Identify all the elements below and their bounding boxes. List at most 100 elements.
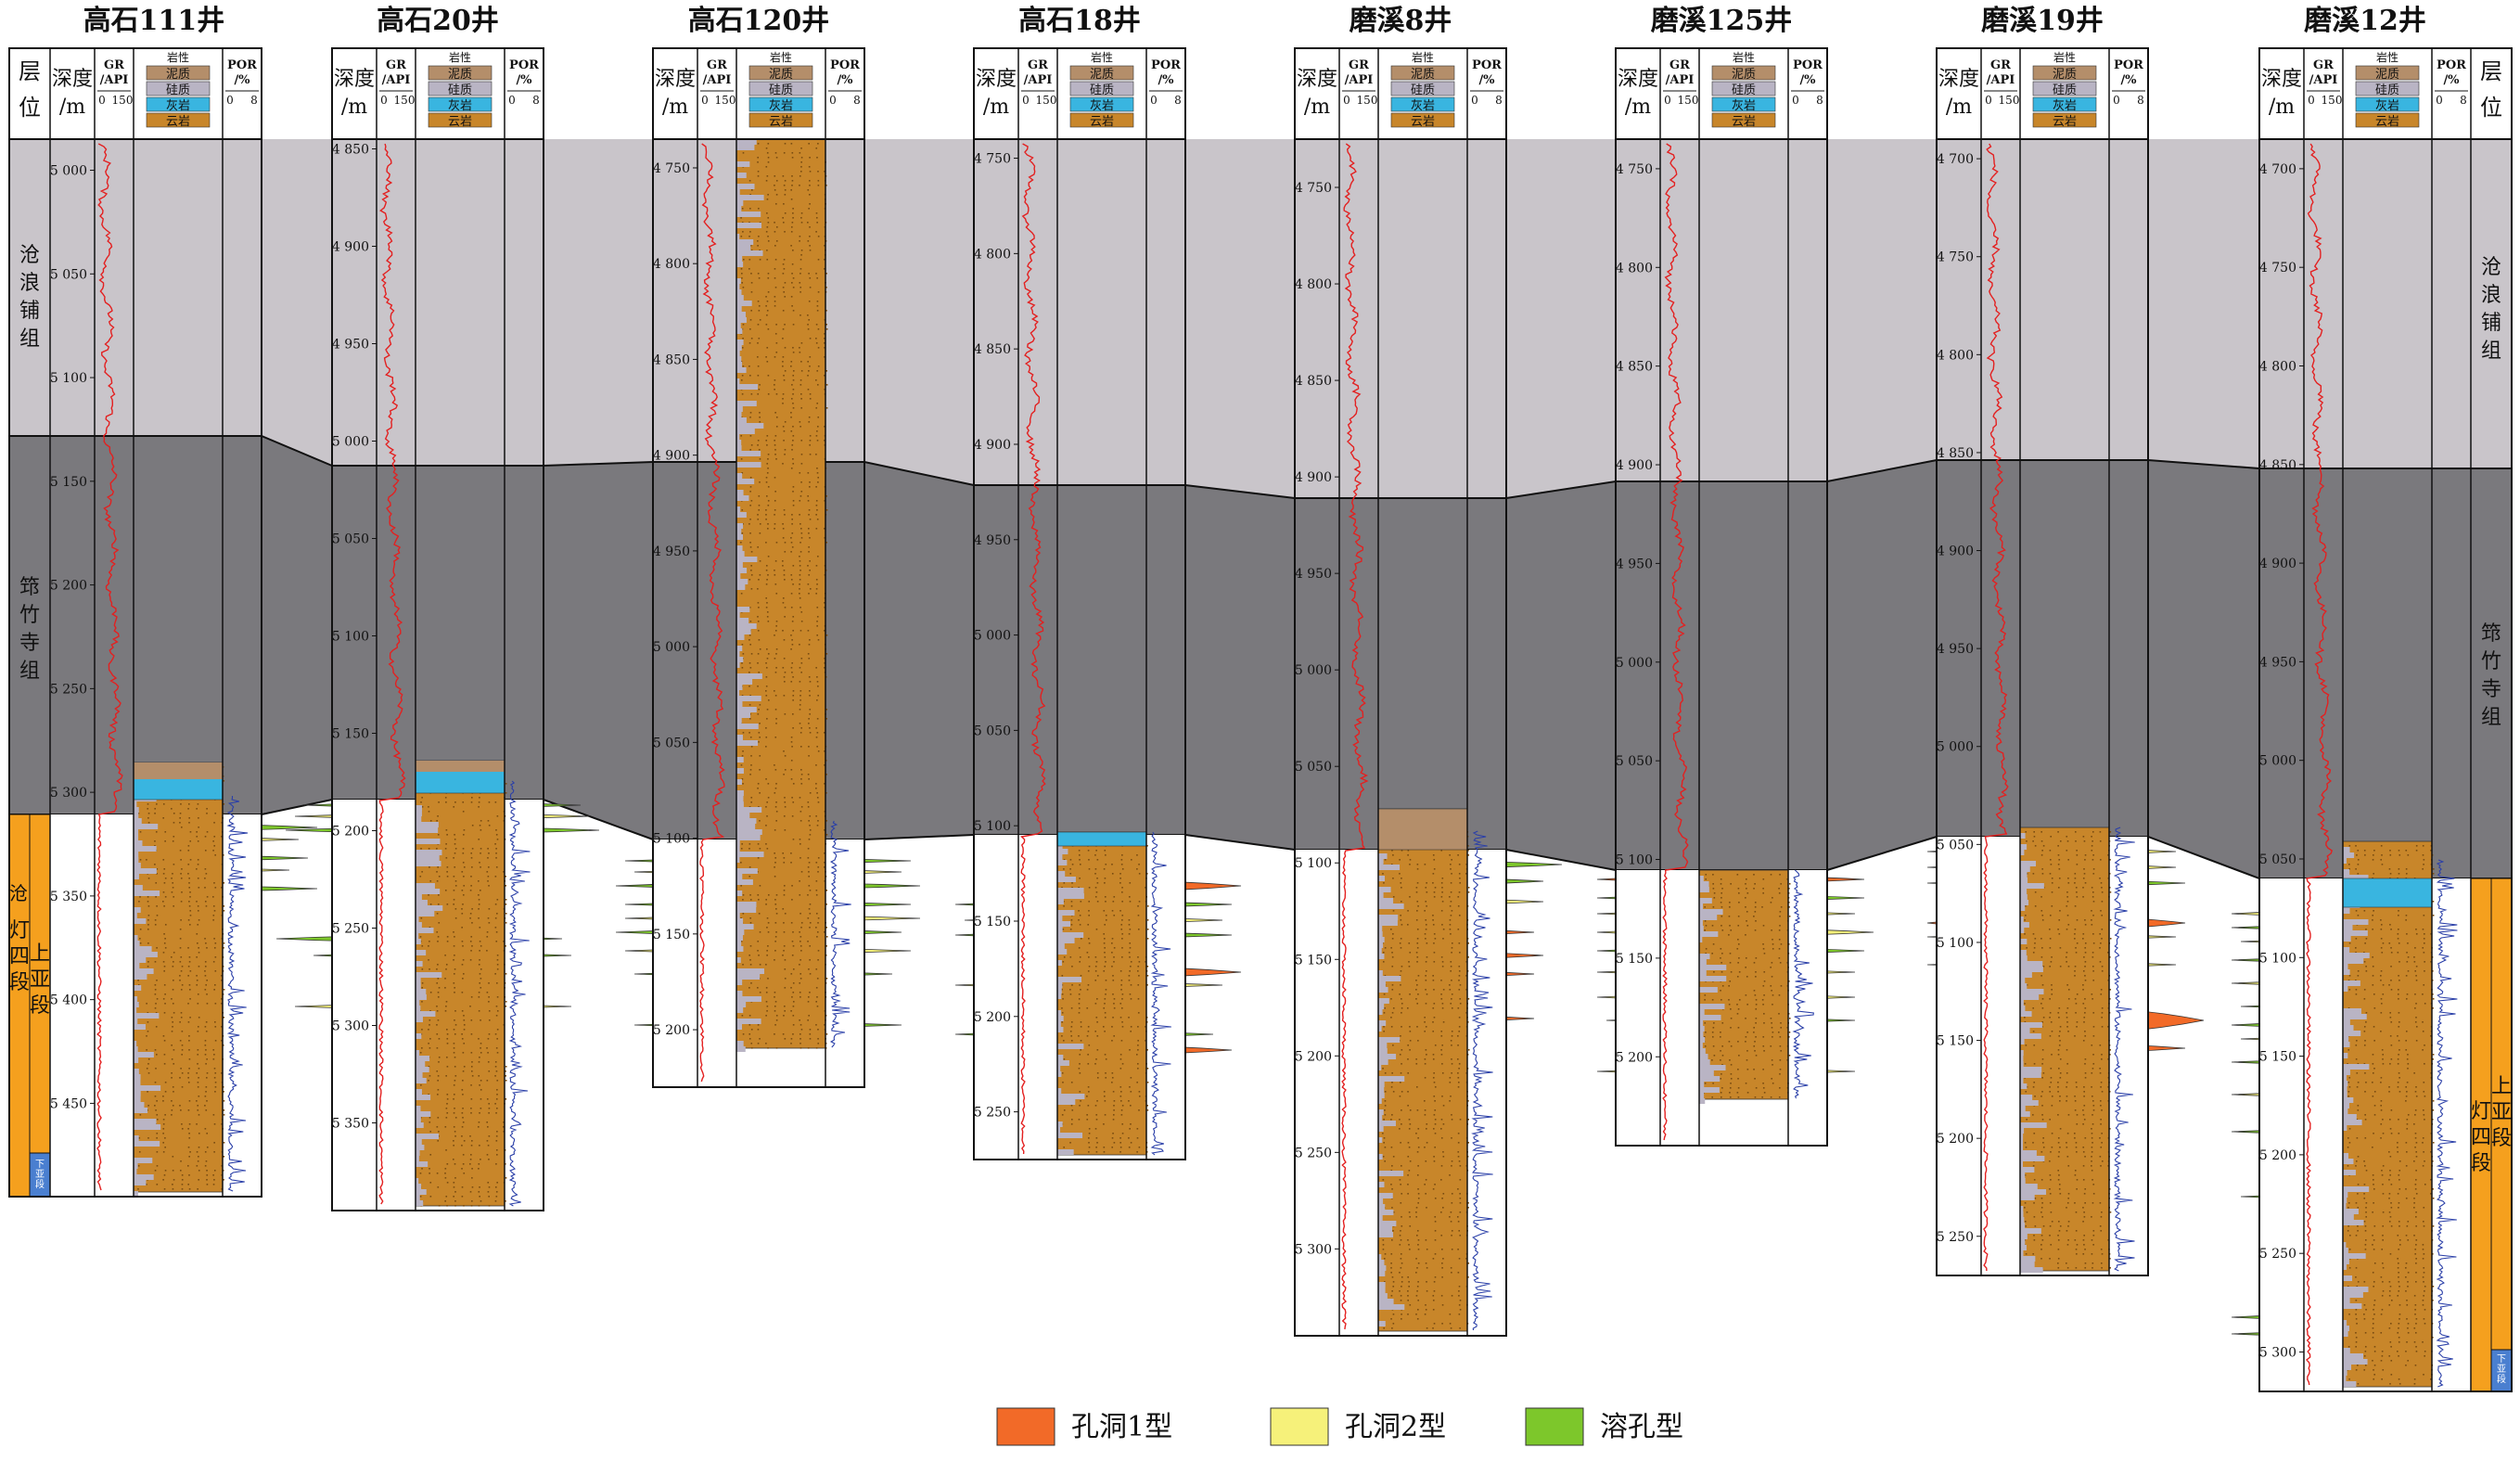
dolomite-dot (808, 208, 810, 210)
dolomite-dot (453, 1196, 454, 1198)
dolomite-dot (1459, 1235, 1461, 1237)
dolomite-dot (1426, 956, 1428, 958)
lith-label: 云岩 (166, 115, 190, 129)
gr-scale-max: 150 (1036, 94, 1057, 107)
dolomite-dot (180, 873, 182, 875)
dolomite-dot (471, 1066, 473, 1068)
dolomite-dot (807, 894, 809, 896)
dolomite-dot (171, 1114, 173, 1116)
dolomite-dot (775, 936, 777, 938)
dolomite-dot (480, 1052, 482, 1054)
dolomite-dot (1417, 868, 1419, 870)
dolomite-dot (463, 1070, 465, 1072)
silica-patch (1378, 1087, 1384, 1093)
dolomite-dot (488, 1103, 490, 1105)
dolomite-dot (454, 1126, 455, 1128)
dolomite-dot (817, 1043, 819, 1044)
dolomite-dot (429, 1019, 431, 1021)
dolomite-dot (2059, 910, 2061, 912)
dolomite-dot (1432, 919, 1434, 921)
dolomite-dot (768, 273, 770, 275)
dolomite-dot (1087, 989, 1089, 991)
dolomite-dot (791, 514, 793, 516)
dolomite-dot (1721, 883, 1722, 885)
lith-label: 硅质 (448, 83, 472, 97)
dolomite-dot (1434, 1160, 1436, 1162)
dolomite-dot (462, 1010, 464, 1012)
dolomite-dot (1713, 888, 1715, 890)
dolomite-dot (212, 919, 214, 921)
dolomite-dot (445, 1126, 447, 1128)
dolomite-dot (1401, 1314, 1402, 1315)
dolomite-dot (447, 1043, 449, 1044)
dolomite-dot (750, 273, 752, 275)
dolomite-dot (1459, 878, 1461, 879)
dolomite-dot (1130, 1105, 1132, 1107)
dolomite-dot (1128, 1017, 1130, 1019)
dolomite-dot (1746, 911, 1748, 913)
dolomite-dot (757, 245, 759, 247)
dolomite-dot (188, 803, 190, 805)
dolomite-dot (1772, 943, 1774, 945)
dolomite-dot (2075, 831, 2077, 833)
dolomite-dot (1780, 1045, 1782, 1047)
dolomite-dot (1088, 1105, 1090, 1107)
dolomite-dot (1078, 1035, 1080, 1037)
dolomite-dot (783, 203, 785, 205)
dolomite-dot (1460, 1309, 1462, 1311)
dolomite-dot (1104, 966, 1106, 968)
dolomite-dot (157, 1151, 159, 1153)
dolomite-dot (1780, 1059, 1782, 1061)
dolomite-dot (1390, 1119, 1392, 1121)
dolomite-dot (190, 859, 192, 861)
dolomite-dot (2067, 915, 2069, 916)
gr-scale-min: 0 (1343, 94, 1350, 107)
dolomite-dot (188, 1147, 190, 1148)
dolomite-dot (1104, 850, 1106, 852)
dolomite-dot (1468, 1049, 1470, 1051)
dolomite-dot (147, 1031, 149, 1032)
dolomite-dot (1763, 948, 1765, 950)
dolomite-dot (454, 936, 455, 938)
dolomite-dot (1103, 910, 1105, 912)
dolomite-dot (1426, 1142, 1428, 1144)
dolomite-dot (179, 980, 181, 981)
dolomite-dot (2025, 831, 2027, 833)
dolomite-dot (1435, 1230, 1437, 1232)
dolomite-dot (1738, 943, 1740, 945)
dolomite-dot (139, 896, 141, 898)
dolomite-dot (1062, 929, 1064, 930)
depth-label: 5 250 (1295, 1146, 1332, 1160)
silica-patch (416, 1078, 427, 1083)
dolomite-dot (446, 1205, 448, 1207)
dolomite-dot (1417, 882, 1419, 884)
dolomite-dot (1383, 1119, 1385, 1121)
dolomite-dot (1416, 1207, 1418, 1209)
dolomite-dot (1131, 961, 1132, 963)
dolomite-dot (809, 444, 811, 446)
dolomite-dot (436, 1070, 438, 1072)
dolomite-dot (470, 1108, 472, 1109)
dolomite-dot (1079, 984, 1081, 986)
dolomite-dot (743, 732, 745, 734)
depth-label: 5 300 (1295, 1242, 1332, 1257)
dolomite-dot (205, 836, 207, 838)
dolomite-dot (2084, 998, 2086, 1000)
dolomite-dot (2075, 929, 2077, 930)
dolomite-dot (1425, 989, 1426, 991)
silica-patch (736, 534, 743, 540)
dolomite-dot (1416, 1003, 1418, 1005)
dolomite-dot (479, 964, 480, 966)
dolomite-dot (479, 992, 480, 993)
silica-patch (736, 479, 754, 484)
dolomite-dot (495, 917, 497, 919)
dolomite-dot (799, 472, 800, 474)
dolomite-dot (1433, 1072, 1435, 1074)
dolomite-dot (438, 834, 440, 836)
depth-label: 4 750 (653, 161, 690, 176)
dolomite-dot (1410, 1040, 1412, 1042)
dolomite-dot (799, 996, 801, 998)
dolomite-dot (462, 801, 464, 803)
dolomite-dot (197, 1165, 198, 1167)
dolomite-dot (1080, 915, 1081, 916)
